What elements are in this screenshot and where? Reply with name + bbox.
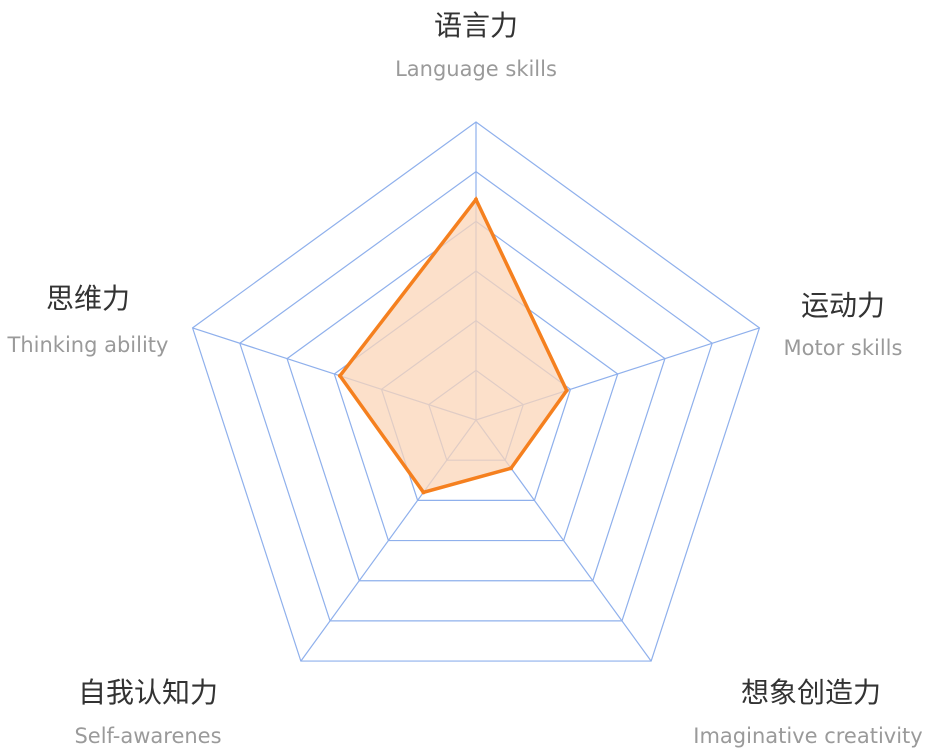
grid-ring-4 [286, 220, 666, 582]
grid-ring-5 [239, 170, 713, 622]
series-point-4 [337, 373, 342, 378]
grid-ring-6 [191, 121, 761, 662]
series-point-2 [509, 466, 514, 471]
series-point-0 [474, 197, 478, 202]
axis-sublabel-self-awareness: Self-awarenes [74, 724, 221, 748]
radar-series [337, 196, 569, 495]
axis-label-motor: 运动力 [801, 289, 885, 322]
series-area [337, 196, 569, 495]
axis-sublabel-language: Language skills [395, 57, 557, 81]
axis-sublabel-creativity: Imaginative creativity [693, 724, 922, 748]
axis-label-language: 语言力 [434, 9, 518, 42]
axis-label-self-awareness: 自我认知力 [78, 676, 218, 709]
axis-label-creativity: 想象创造力 [741, 676, 881, 709]
axis-label-thinking: 思维力 [46, 282, 130, 315]
axis-sublabel-thinking: Thinking ability [7, 333, 169, 357]
axis-labels: 语言力 Language skills 运动力 Motor skills 想象创… [7, 9, 923, 748]
series-point-1 [564, 388, 569, 393]
axis-sublabel-motor: Motor skills [784, 336, 903, 360]
series-point-3 [421, 490, 426, 495]
